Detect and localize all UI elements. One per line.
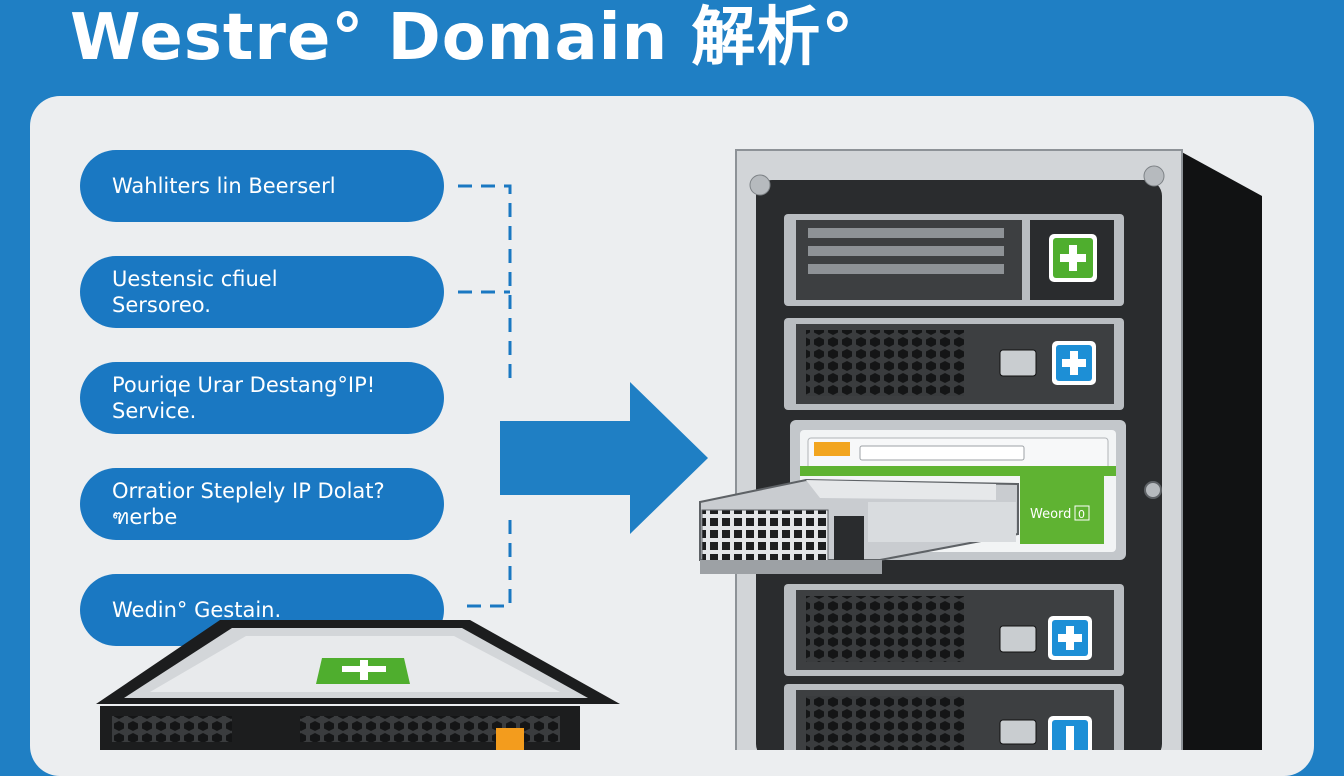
router-device (96, 620, 620, 750)
tray-label: Weord (1030, 507, 1071, 522)
tray-badge: 0 (1078, 508, 1085, 521)
page-title: Westre° Domain 解析° (70, 1, 855, 75)
step-pill-4[interactable]: Orratior Steplely IP Dolat? ฑerbe (80, 468, 444, 540)
drive-tray[interactable] (699, 478, 1019, 574)
drive-bay-3[interactable] (784, 584, 1124, 676)
drive-bay-4[interactable] (784, 684, 1124, 750)
server-illustration: Weord 0 (96, 149, 1262, 750)
step-pill-3[interactable]: Pouriqe Urar Destang°IP! Service. (80, 362, 444, 434)
step-pill-2[interactable]: Uestensic cfiuel Sersoreo. (80, 256, 444, 328)
drive-bay-1[interactable] (784, 214, 1124, 306)
drive-bay-2[interactable] (784, 318, 1124, 410)
step-connectors (458, 184, 512, 608)
step-pill-1[interactable]: Wahliters lin Beerserl (80, 150, 444, 222)
arrow-right-icon (500, 382, 708, 534)
